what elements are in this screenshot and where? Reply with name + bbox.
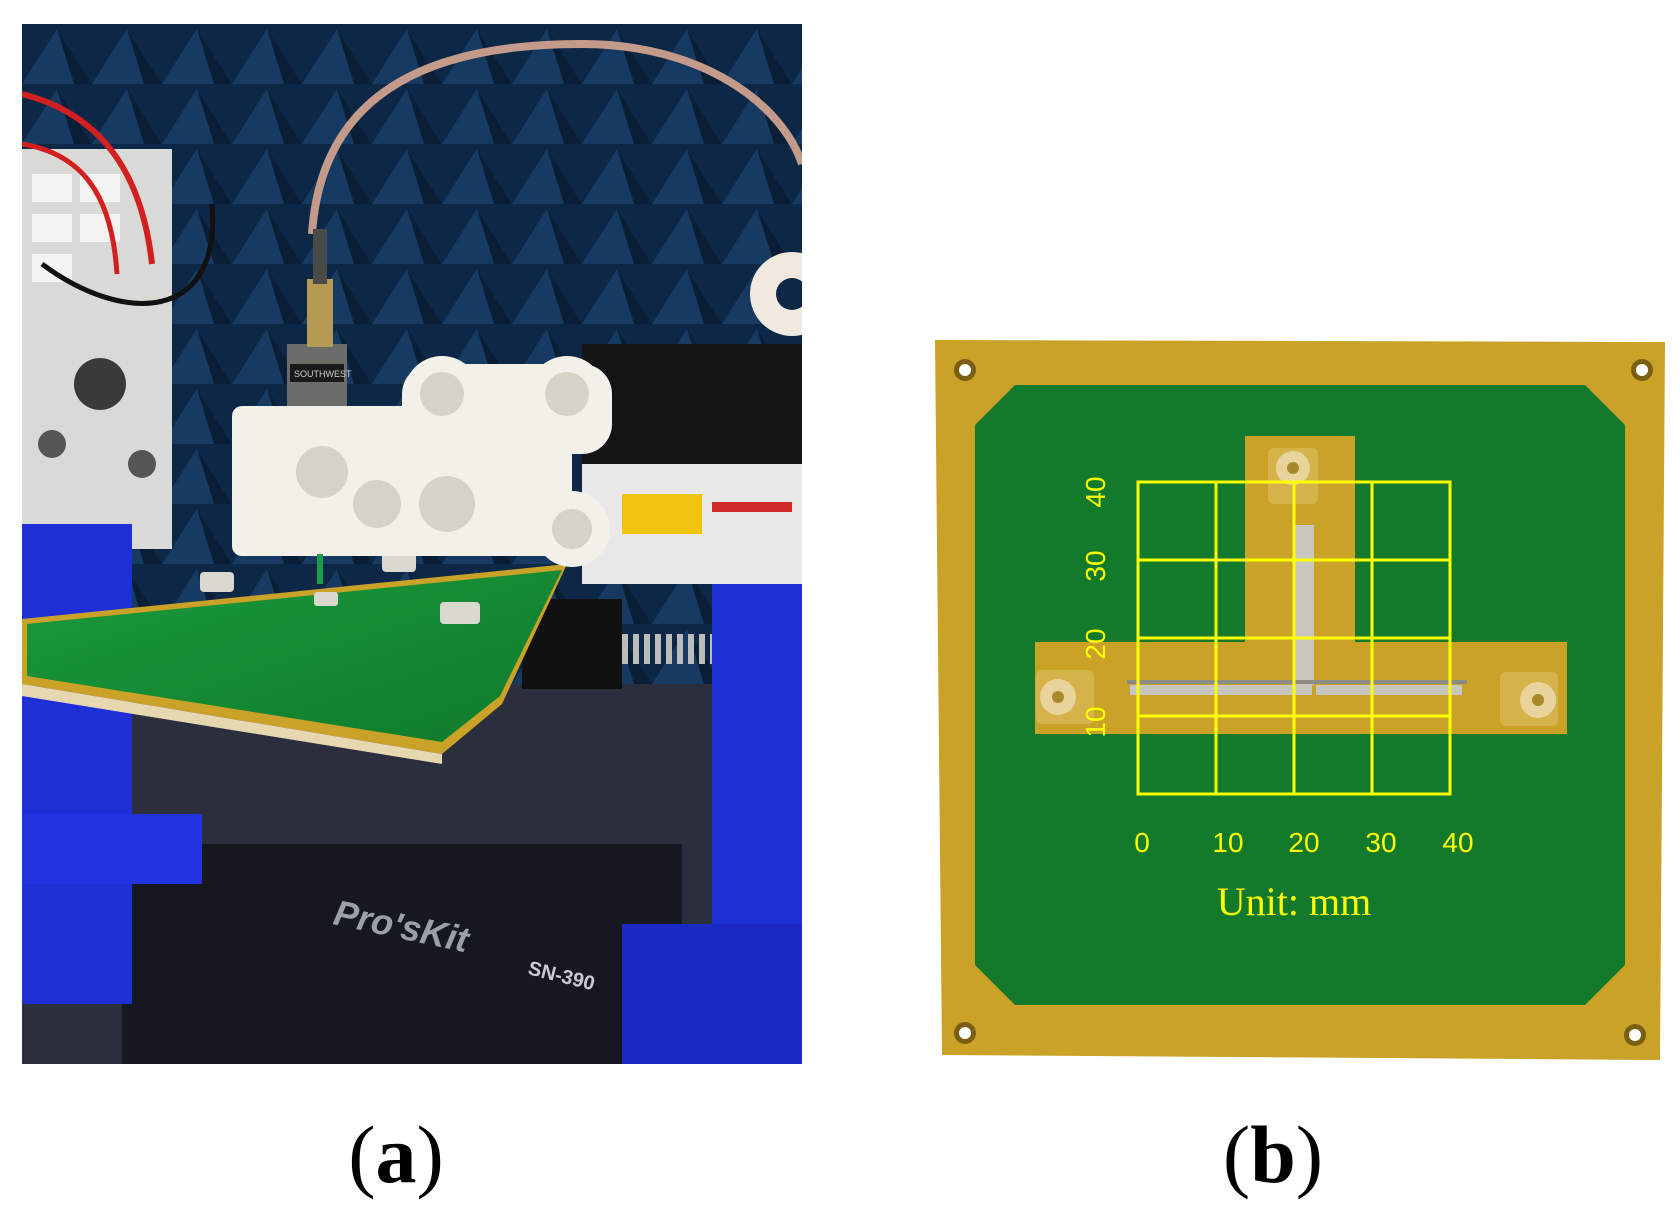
pcb-board	[27, 570, 562, 742]
pcb-top-view-photo: 0 10 20 30 40 10 20 30 40 Unit: mm	[930, 340, 1670, 1060]
measurement-setup-photo: Pro'sKit SN-390	[21, 24, 834, 1064]
instrument-panel	[22, 149, 172, 549]
sma-connector-top	[1268, 448, 1318, 504]
caption-b-letter: b	[1250, 1109, 1296, 1200]
y-tick-40: 40	[1080, 476, 1111, 507]
x-tick-20: 20	[1288, 827, 1319, 858]
caption-b-open: (	[1222, 1109, 1251, 1200]
caption-a-letter: a	[375, 1109, 417, 1200]
caption-b-close: )	[1295, 1109, 1324, 1200]
caption-a-open: (	[348, 1109, 376, 1200]
y-tick-30: 30	[1080, 550, 1111, 581]
stand-base	[122, 844, 682, 1064]
caption-b: (b)	[1173, 1108, 1373, 1202]
connector-label: SOUTHWEST	[294, 369, 352, 379]
y-tick-10: 10	[1080, 706, 1111, 737]
caption-a: (a)	[296, 1108, 496, 1202]
x-tick-10: 10	[1212, 827, 1243, 858]
setup-illustration: Pro'sKit SN-390	[21, 24, 834, 1064]
unit-label: Unit: mm	[1217, 879, 1371, 924]
sma-connector-right	[1500, 672, 1558, 726]
x-tick-0: 0	[1134, 827, 1150, 858]
fixture-left	[22, 524, 132, 1004]
measurement-grid	[1136, 480, 1452, 796]
x-tick-40: 40	[1442, 827, 1473, 858]
caption-a-close: )	[416, 1109, 444, 1200]
pcb-illustration: 0 10 20 30 40 10 20 30 40 Unit: mm	[935, 340, 1665, 1060]
x-tick-30: 30	[1365, 827, 1396, 858]
y-tick-20: 20	[1080, 628, 1111, 659]
rf-cable	[308, 39, 806, 235]
sma-connector-left	[1036, 670, 1094, 724]
